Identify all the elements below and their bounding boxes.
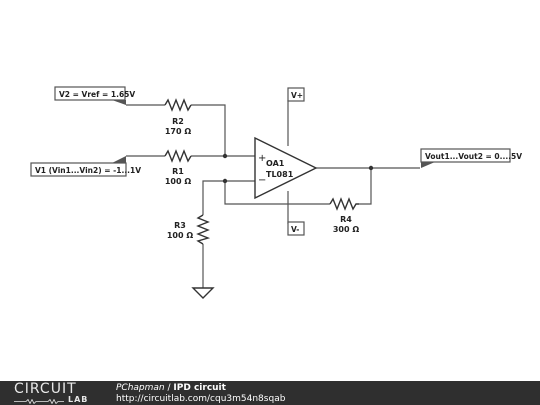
flag-vplus-label: V+ [291, 91, 303, 100]
r4-value: 300 Ω [333, 225, 359, 234]
resistor-r3[interactable] [196, 214, 211, 245]
opamp-model: TL081 [266, 170, 294, 179]
resistor-r2[interactable] [164, 98, 192, 112]
r3-value: 100 Ω [167, 231, 193, 240]
opamp-name: OA1 [266, 159, 285, 168]
logo-waveform-icon [14, 399, 64, 404]
r1-value: 100 Ω [165, 177, 191, 186]
circuit-url[interactable]: http://circuitlab.com/cqu3m54n8sqab [116, 394, 286, 404]
author-line: PChapman / IPD circuit [116, 383, 226, 394]
r1-name: R1 [172, 167, 184, 176]
circuitlab-logo-sub: LAB [68, 395, 89, 404]
flag-vout[interactable]: Vout1...Vout2 = 0....5V [420, 148, 522, 168]
author-link[interactable]: PChapman [116, 383, 165, 393]
circuitlab-logo[interactable]: CIRCUIT [14, 381, 77, 397]
junction-dot [368, 165, 374, 171]
opamp-oa1[interactable] [254, 136, 318, 200]
flag-v1-label: V1 (Vin1...Vin2) = -1...1V [35, 166, 141, 175]
r4-name: R4 [340, 215, 352, 224]
flag-v2[interactable]: V2 = Vref = 1.65V [54, 86, 135, 105]
ground-icon [191, 287, 215, 299]
r3-name: R3 [174, 221, 186, 230]
resistor-r1[interactable] [164, 149, 192, 163]
footer-bar: CIRCUIT LAB PChapman / IPD circuit http:… [0, 381, 540, 405]
flag-vout-label: Vout1...Vout2 = 0....5V [425, 152, 522, 161]
opamp-minus-sign: − [258, 175, 266, 186]
flag-vplus[interactable]: V+ [287, 87, 305, 102]
wires [126, 100, 420, 288]
flag-vminus-label: V- [291, 225, 299, 234]
circuit-title[interactable]: IPD circuit [173, 383, 226, 393]
r2-value: 170 Ω [165, 127, 191, 136]
flag-vminus[interactable]: V- [287, 221, 305, 236]
flag-v1[interactable]: V1 (Vin1...Vin2) = -1...1V [30, 156, 141, 177]
flag-v2-label: V2 = Vref = 1.65V [59, 90, 135, 99]
opamp-plus-sign: + [258, 153, 266, 164]
junction-dot [222, 153, 228, 159]
circuit-schematic: R2 170 Ω R1 100 Ω R3 100 Ω R4 300 Ω + − … [30, 86, 522, 299]
separator: / [164, 383, 174, 393]
resistor-r4[interactable] [329, 197, 359, 211]
junction-dot [222, 178, 228, 184]
r2-name: R2 [172, 117, 184, 126]
